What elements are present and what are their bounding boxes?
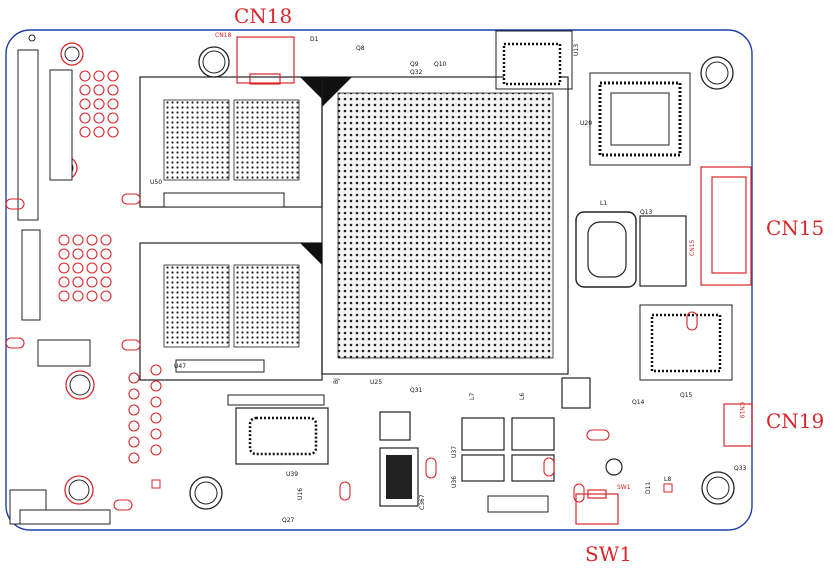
q27-silk: Q27 [282,517,295,524]
u39-silk: U39 [286,471,298,478]
sw1-callout: SW1 [585,542,632,566]
q15-silk: Q15 [680,392,693,399]
q14-silk: Q14 [632,399,645,406]
dram-u50 [139,76,323,208]
q33-silk: Q33 [734,465,747,472]
u25-silk: U25 [370,379,382,386]
u47-silk: U47 [174,363,186,370]
board-outline [5,29,753,531]
bj-silk: BJ [333,378,340,384]
u13-silk: U13 [573,44,580,56]
connector-cn19 [723,403,753,447]
u36-silk: U36 [451,476,458,488]
slot-pads [5,193,698,511]
d1-silk: D1 [310,36,319,43]
dram-u47 [139,242,323,381]
red-leds [151,479,673,493]
switch-sw1 [575,489,619,525]
q9-silk: Q9 [410,61,419,68]
l1-silk: L1 [600,200,607,207]
inductor-l1 [575,211,687,288]
left-headers [9,49,549,525]
ic-u13 [495,30,573,90]
left-via-array [58,70,162,464]
cn18-silk: CN18 [215,32,231,39]
c367-silk: C367 [419,494,426,510]
q32-silk: Q32 [410,69,423,76]
l6-silk: L6 [519,393,526,400]
q13-silk: Q13 [640,209,653,216]
sw1-silk: SW1 [617,484,631,491]
cn15-silk: CN15 [689,240,696,256]
connector-cn15 [700,166,752,286]
ic-u39 [235,407,329,465]
d11-silk: D11 [645,482,652,494]
ic-u20 [589,72,691,166]
cn15-callout: CN15 [766,216,825,240]
regulators [379,377,591,507]
silkscreen-labels: U50 U47 U25 U20 U13 U36 U37 U39 U16 Q8 Q… [150,36,747,524]
u50-silk: U50 [150,179,162,186]
q31-silk: Q31 [410,387,423,394]
cn19-callout: CN19 [766,409,825,433]
ic-u36 [639,304,733,381]
u16-silk: U16 [297,488,304,500]
u20-silk: U20 [580,120,592,127]
q8-silk: Q8 [356,45,365,52]
q10-silk: Q10 [434,61,447,68]
connector-cn18 [236,36,295,85]
soc-u25 [321,76,569,375]
cn18-callout: CN18 [234,4,293,28]
l7-silk: L7 [469,393,476,400]
l8-silk: L8 [664,476,671,483]
cn19-silk: CN19 [738,402,745,418]
u37-silk: U37 [451,446,458,458]
